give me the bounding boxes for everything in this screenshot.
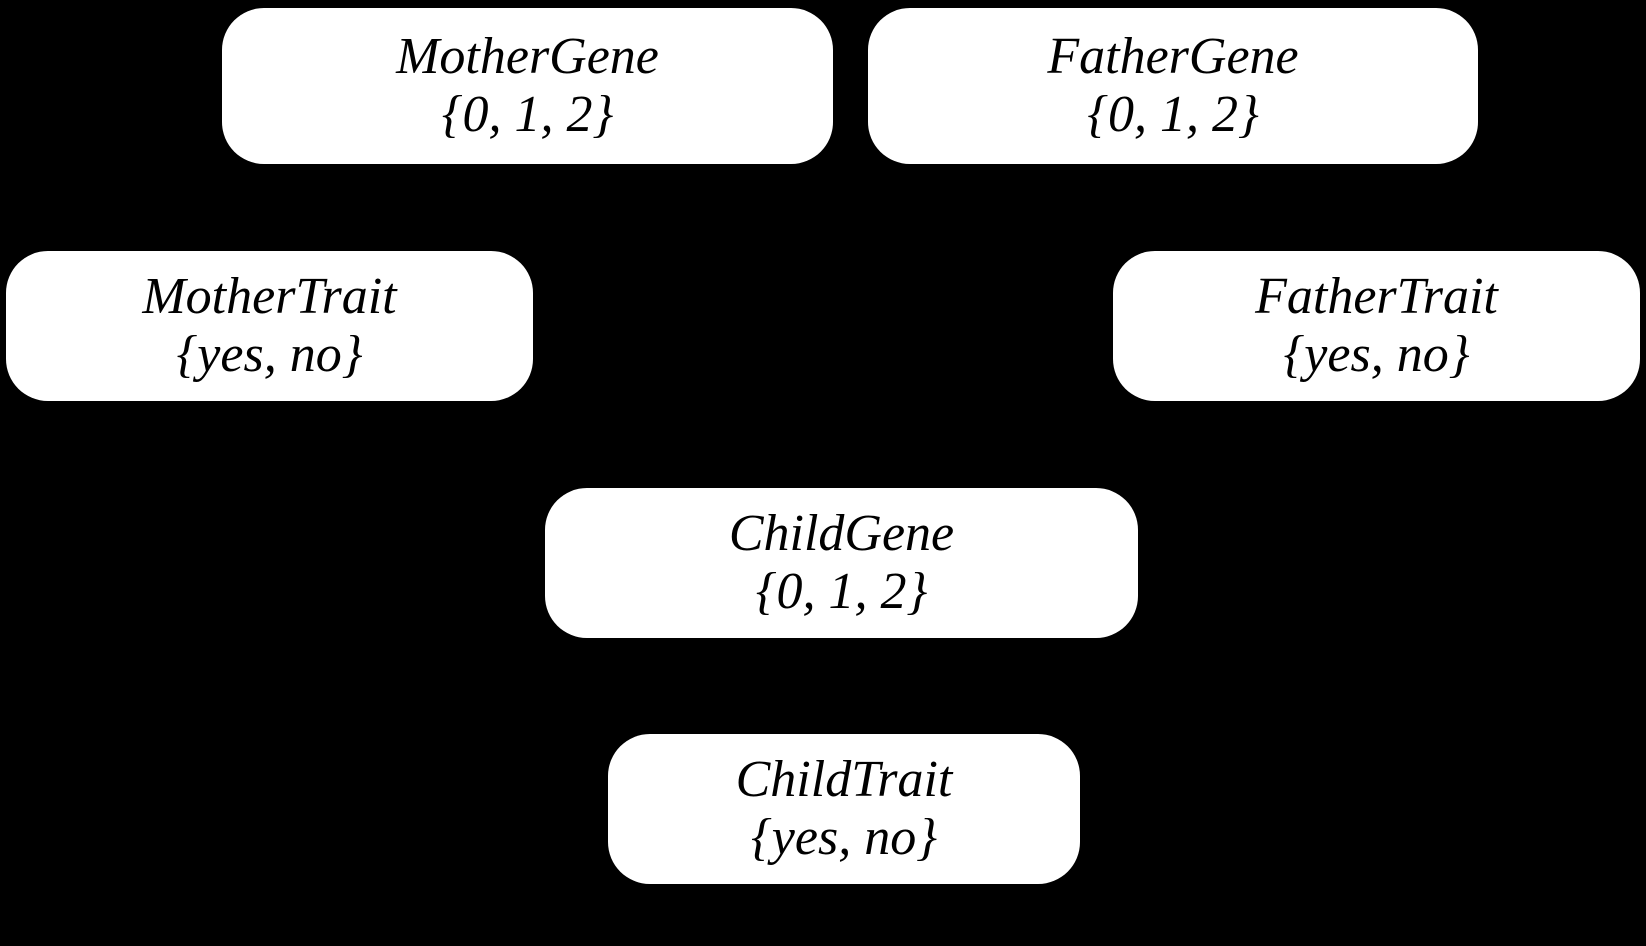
node-child-trait-label: ChildTrait [735, 750, 953, 808]
node-father-trait-label: FatherTrait [1255, 267, 1498, 325]
node-child-trait[interactable]: ChildTrait {yes, no} [608, 734, 1080, 884]
node-father-gene[interactable]: FatherGene {0, 1, 2} [868, 8, 1478, 164]
node-mother-gene-domain: {0, 1, 2} [441, 86, 614, 143]
node-mother-trait-domain: {yes, no} [176, 326, 363, 383]
node-mother-gene[interactable]: MotherGene {0, 1, 2} [222, 8, 833, 164]
node-child-gene-domain: {0, 1, 2} [755, 563, 928, 620]
node-mother-gene-label: MotherGene [396, 27, 659, 85]
node-father-trait-domain: {yes, no} [1283, 326, 1470, 383]
node-mother-trait-label: MotherTrait [142, 267, 397, 325]
node-father-gene-label: FatherGene [1047, 27, 1299, 85]
node-child-gene[interactable]: ChildGene {0, 1, 2} [545, 488, 1138, 638]
node-father-gene-domain: {0, 1, 2} [1087, 86, 1259, 143]
node-mother-trait[interactable]: MotherTrait {yes, no} [6, 251, 533, 401]
node-child-trait-domain: {yes, no} [751, 809, 937, 866]
node-father-trait[interactable]: FatherTrait {yes, no} [1113, 251, 1640, 401]
node-child-gene-label: ChildGene [728, 504, 955, 562]
